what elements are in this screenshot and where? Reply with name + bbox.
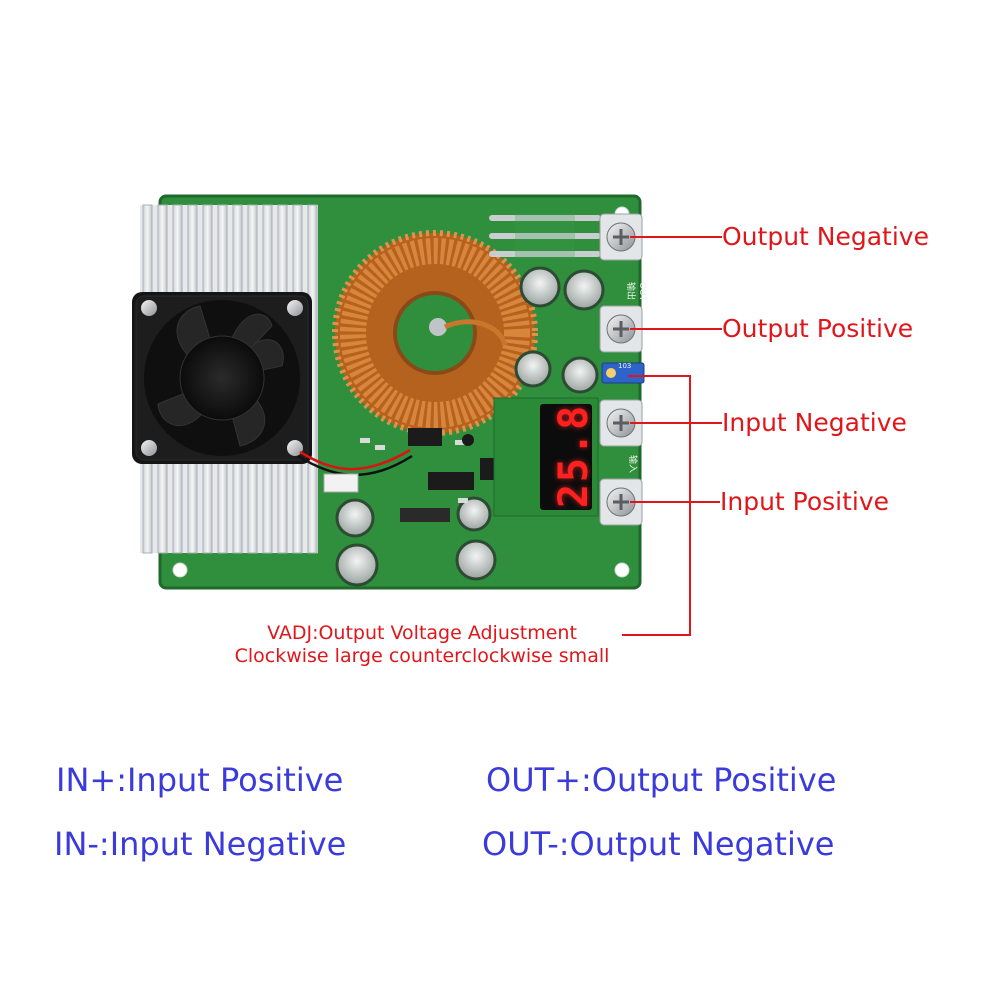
legend-in-minus: IN-:Input Negative: [54, 825, 347, 863]
callout-output-positive: Output Positive: [722, 314, 914, 343]
shunt-resistors: [489, 213, 601, 259]
terminal-out-positive: [599, 305, 643, 353]
silk-out: OUT: [637, 282, 647, 302]
cooling-fan: [132, 292, 413, 493]
silk-out-cn: 输出: [625, 282, 637, 300]
silk-pot-label: 103: [618, 362, 631, 370]
voltage-display-module: [493, 397, 599, 517]
toroid-inductor: [332, 230, 538, 436]
callout-lines: [622, 236, 722, 636]
voltage-display-reading: 25.8: [551, 403, 598, 509]
input-capacitors: [335, 496, 497, 587]
callout-input-negative: Input Negative: [722, 408, 907, 437]
vadj-note-line2: Clockwise large counterclockwise small: [234, 645, 610, 668]
legend-out-plus: OUT+:Output Positive: [486, 761, 837, 799]
terminal-out-negative: [599, 213, 643, 261]
vadj-note-line1: VADJ:Output Voltage Adjustment: [267, 622, 577, 644]
callout-output-negative: Output Negative: [722, 222, 929, 251]
output-capacitors: [514, 266, 605, 394]
terminal-in-positive: [599, 478, 643, 526]
vadj-note: VADJ:Output Voltage Adjustment Clockwise…: [198, 622, 646, 668]
callout-input-positive: Input Positive: [720, 487, 890, 516]
vadj-potentiometer: [601, 362, 645, 384]
legend-in-plus: IN+:Input Positive: [56, 761, 344, 799]
legend-out-minus: OUT-:Output Negative: [482, 825, 835, 863]
silk-in-cn: 输入: [627, 455, 639, 473]
